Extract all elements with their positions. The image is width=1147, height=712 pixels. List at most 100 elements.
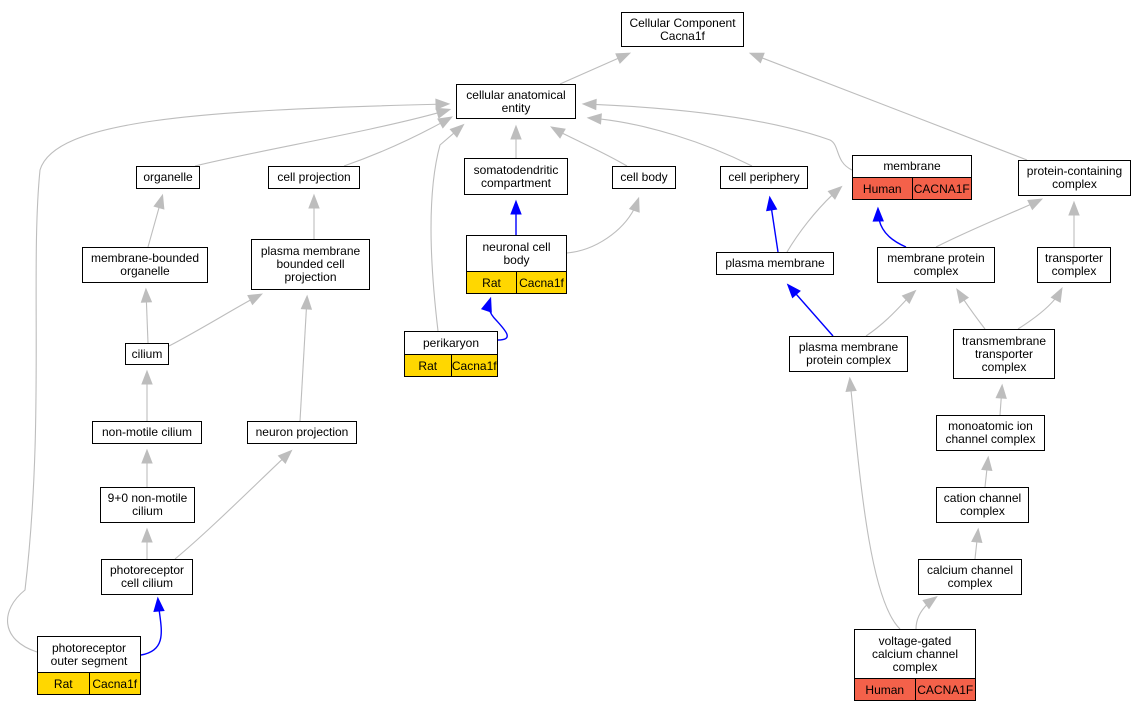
node-label: cell body xyxy=(620,170,668,184)
node-label: somatodendritic compartment xyxy=(473,162,559,190)
species-cell: Human xyxy=(853,178,912,199)
edge-membrane-to-cae xyxy=(584,103,853,171)
arrowhead-prcc-to-neuronproj xyxy=(277,449,293,465)
arrowhead-ttc-to-mpc xyxy=(956,288,970,304)
arrowhead-pmpc-to-pm xyxy=(786,283,801,299)
node-label: cell periphery xyxy=(728,170,800,184)
gene-cell: Cacna1f xyxy=(516,272,566,293)
species-cell: Human xyxy=(855,679,915,700)
node-label: cell projection xyxy=(277,170,351,184)
edge-perikaryon-to-ncb xyxy=(488,299,508,341)
node-label: voltage-gated calcium channel complex xyxy=(871,633,959,674)
arrowhead-pos-to-prcc xyxy=(153,596,165,612)
edge-neuronproj-to-pmbcp xyxy=(299,297,308,422)
arrowhead-cellbody-to-cae xyxy=(550,126,566,139)
edge-cellproj-to-cae xyxy=(343,117,451,167)
node-calcium-channel-complex[interactable]: calcium channel complex xyxy=(918,559,1022,595)
node-cellular-component-cacna1f[interactable]: Cellular Component Cacna1f xyxy=(621,12,744,47)
edge-cellbody-to-cae xyxy=(552,127,628,167)
node-plasma-membrane[interactable]: plasma membrane xyxy=(716,252,834,275)
node-cell-periphery[interactable]: cell periphery xyxy=(720,166,808,189)
node-label: protein-containing complex xyxy=(1026,164,1123,191)
edge-ttc-to-mpc xyxy=(957,290,986,330)
node-neuronal-cell-body[interactable]: neuronal cell body Rat Cacna1f xyxy=(466,235,567,294)
arrowhead-mpc-to-pcc xyxy=(1027,198,1044,211)
edge-periphery-to-cae xyxy=(589,117,753,167)
gene-cell: CACNA1F xyxy=(914,679,975,700)
node-cation-channel-complex[interactable]: cation channel complex xyxy=(936,487,1029,523)
node-cilium[interactable]: cilium xyxy=(125,343,169,365)
arrowhead-pcc-to-root xyxy=(748,52,765,64)
node-plasma-membrane-protein-complex[interactable]: plasma membrane protein complex xyxy=(789,336,908,372)
node-label: plasma membrane protein complex xyxy=(798,340,899,367)
gene-cell: CACNA1F xyxy=(911,178,971,199)
edge-mpc-to-pcc xyxy=(935,199,1041,248)
arrowhead-pm-to-membrane xyxy=(827,185,843,200)
species-cell: Rat xyxy=(38,673,89,694)
node-label: 9+0 non-motile cilium xyxy=(107,491,188,518)
edge-pos-to-cae xyxy=(6,103,448,653)
arrowhead-transporter-to-pcc xyxy=(1068,200,1080,216)
node-label: plasma membrane xyxy=(725,256,825,270)
edge-ncb-to-cellbody xyxy=(566,199,639,254)
node-plasma-membrane-bounded-cell-projection[interactable]: plasma membrane bounded cell projection xyxy=(251,239,370,290)
node-transmembrane-transporter-complex[interactable]: transmembrane transporter complex xyxy=(953,329,1055,379)
arrowhead-nmc-to-cilium xyxy=(141,369,153,385)
node-label: neuron projection xyxy=(255,425,349,439)
node-cellular-anatomical-entity[interactable]: cellular anatomical entity xyxy=(456,84,576,119)
node-neuron-projection[interactable]: neuron projection xyxy=(247,421,357,444)
arrowhead-ncb-to-somato xyxy=(510,199,522,215)
node-label: transmembrane transporter complex xyxy=(961,333,1047,374)
node-label: photoreceptor outer segment xyxy=(50,640,128,668)
node-protein-containing-complex[interactable]: protein-containing complex xyxy=(1018,160,1131,196)
arrowhead-cae-to-root xyxy=(615,52,632,64)
arrowhead-pmpc-to-mpc xyxy=(901,289,917,305)
node-photoreceptor-outer-segment[interactable]: photoreceptor outer segment Rat Cacna1f xyxy=(37,636,141,695)
arrowhead-membrane-to-cae xyxy=(581,98,597,111)
arrowhead-pmbcp-to-cellproj xyxy=(308,193,320,209)
arrowhead-organelle-to-cae xyxy=(435,107,452,119)
arrowhead-ncb-to-cellbody xyxy=(628,196,640,213)
node-label: calcium channel complex xyxy=(926,563,1014,590)
arrowhead-prcc-to-ninec xyxy=(141,527,153,543)
node-label: cellular anatomical entity xyxy=(466,87,566,115)
edge-cae-to-root xyxy=(559,53,629,85)
node-membrane-bounded-organelle[interactable]: membrane-bounded organelle xyxy=(82,247,208,283)
node-perikaryon[interactable]: perikaryon Rat Cacna1f xyxy=(404,331,498,377)
gene-cell: Cacna1f xyxy=(450,355,497,376)
node-non-motile-cilium[interactable]: non-motile cilium xyxy=(92,421,202,444)
node-membrane[interactable]: membrane Human CACNA1F xyxy=(852,155,972,200)
node-label: cilium xyxy=(131,346,163,361)
node-somatodendritic-compartment[interactable]: somatodendritic compartment xyxy=(464,158,568,195)
arrowhead-perikaryon-to-cae xyxy=(449,123,465,138)
node-label: membrane xyxy=(883,159,941,173)
edge-prcc-to-neuronproj xyxy=(174,451,291,560)
arrowhead-neuronproj-to-pmbcp xyxy=(300,294,313,310)
node-9-0-non-motile-cilium[interactable]: 9+0 non-motile cilium xyxy=(100,487,195,523)
node-transporter-complex[interactable]: transporter complex xyxy=(1037,247,1111,283)
node-label: organelle xyxy=(143,170,193,184)
gene-cell: Cacna1f xyxy=(88,673,140,694)
node-monoatomic-ion-channel-complex[interactable]: monoatomic ion channel complex xyxy=(936,415,1045,451)
node-cell-projection[interactable]: cell projection xyxy=(268,166,360,189)
edge-ccc-to-maicc xyxy=(984,458,989,488)
arrowhead-mpc-to-membrane xyxy=(872,206,884,222)
node-voltage-gated-calcium-channel-complex[interactable]: voltage-gated calcium channel complex Hu… xyxy=(854,629,976,701)
edge-mbo-to-organelle xyxy=(147,196,163,248)
arrowhead-cilium-to-pmbcp xyxy=(247,293,264,306)
node-label: transporter complex xyxy=(1044,251,1104,278)
edge-cilium-to-mbo xyxy=(145,290,149,344)
node-membrane-protein-complex[interactable]: membrane protein complex xyxy=(877,247,995,283)
annotation-row: Rat Cacna1f xyxy=(405,354,497,376)
node-label: monoatomic ion channel complex xyxy=(945,419,1036,446)
node-photoreceptor-cell-cilium[interactable]: photoreceptor cell cilium xyxy=(101,559,193,595)
node-cell-body[interactable]: cell body xyxy=(612,166,676,189)
annotation-row: Human CACNA1F xyxy=(853,177,971,199)
edge-ttc-to-transporter xyxy=(1017,289,1062,330)
node-label: photoreceptor cell cilium xyxy=(109,563,185,590)
node-organelle[interactable]: organelle xyxy=(136,166,200,189)
edge-pos-to-prcc xyxy=(140,599,162,656)
node-label: membrane protein complex xyxy=(887,251,985,278)
